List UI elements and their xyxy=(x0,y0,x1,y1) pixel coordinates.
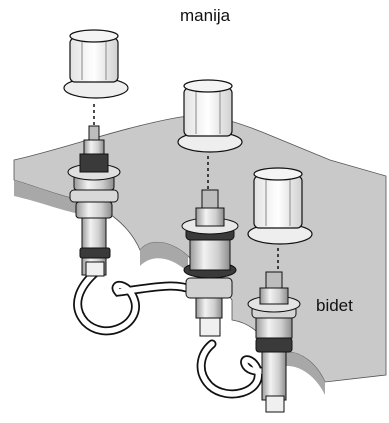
valve-right xyxy=(247,271,301,413)
faucet-handle-icon xyxy=(63,29,129,99)
handle-label: manija xyxy=(180,6,231,25)
valve-center xyxy=(181,189,239,337)
bidet-label: bidet xyxy=(316,296,353,315)
faucet-handle-icon xyxy=(177,79,243,153)
faucet-handle-icon xyxy=(247,167,313,245)
valve-left xyxy=(67,125,121,277)
